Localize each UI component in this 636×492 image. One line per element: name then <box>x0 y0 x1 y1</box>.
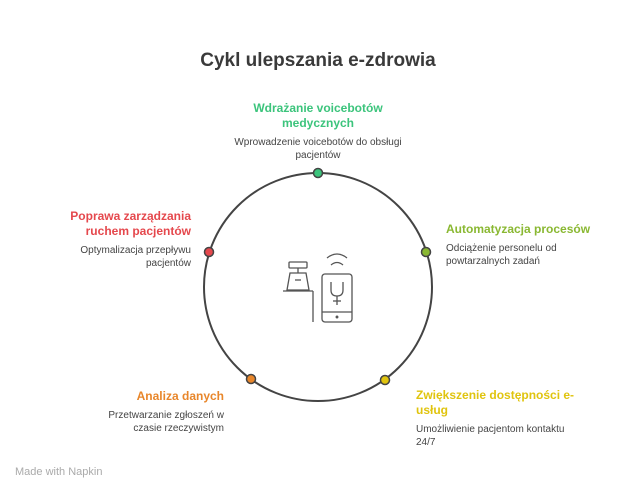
step-4: Analiza danych Przetwarzanie zgłoszeń w … <box>84 389 224 435</box>
step-5-title: Poprawa zarządzania ruchem pacjentów <box>70 209 191 238</box>
diagram-title: Cykl ulepszania e-zdrowia <box>200 50 436 71</box>
step-3-desc: Umożliwienie pacjentom kontaktu 24/7 <box>416 424 565 448</box>
step-5: Poprawa zarządzania ruchem pacjentów Opt… <box>60 209 191 270</box>
step-4-desc: Przetwarzanie zgłoszeń w czasie rzeczywi… <box>108 410 224 434</box>
step-2-desc: Odciążenie personelu od powtarzalnych za… <box>446 243 557 267</box>
step-2-title: Automatyzacja procesów <box>446 222 591 236</box>
step-1: Wdrażanie voicebotów medycznych Wprowadz… <box>228 101 408 162</box>
step-dot-2 <box>420 246 432 258</box>
step-dot-3 <box>379 374 391 386</box>
step-3: Zwiększenie dostępności e-usług Umożliwi… <box>416 388 576 449</box>
step-1-desc: Wprowadzenie voicebotów do obsługi pacje… <box>234 137 402 161</box>
step-3-title: Zwiększenie dostępności e-usług <box>416 388 575 417</box>
step-5-desc: Optymalizacja przepływu pacjentów <box>80 245 191 269</box>
step-1-title: Wdrażanie voicebotów medycznych <box>253 101 383 130</box>
step-4-title: Analiza danych <box>136 389 224 403</box>
step-dot-1 <box>312 167 324 179</box>
napkin-watermark: Made with Napkin <box>15 466 103 478</box>
cash-register-smartphone-icon <box>283 253 353 323</box>
cycle-circle <box>203 172 433 402</box>
step-dot-4 <box>245 373 257 385</box>
step-dot-5 <box>203 246 215 258</box>
step-2: Automatyzacja procesów Odciążenie person… <box>446 222 596 268</box>
